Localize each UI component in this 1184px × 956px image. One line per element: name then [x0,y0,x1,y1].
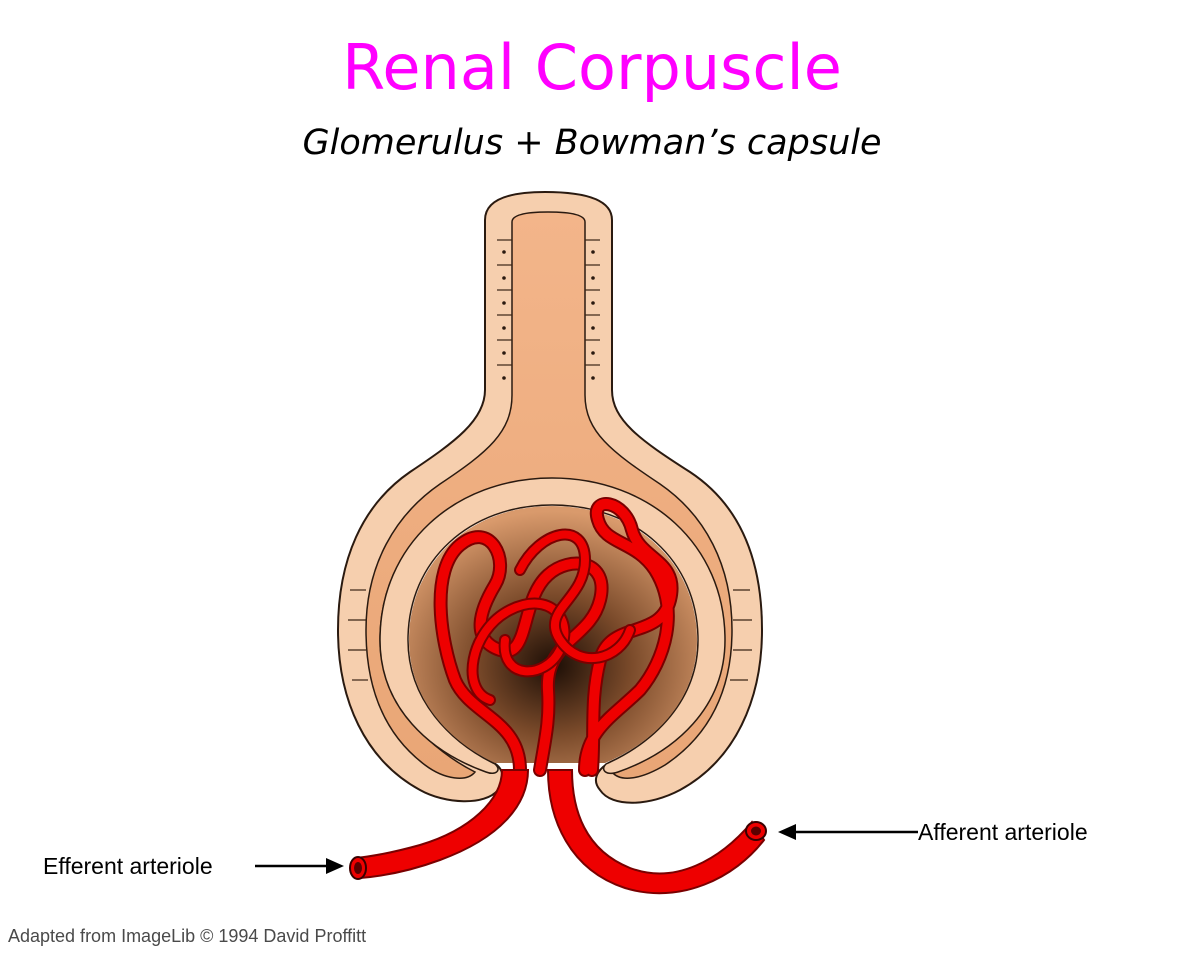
efferent-arteriole-label: Efferent arteriole [43,853,213,879]
glomerulus-capillaries [433,497,679,777]
capsule-cell-marks [348,239,752,681]
afferent-arteriole-label: Afferent arteriole [918,819,1088,845]
diagram-subtitle: Glomerulus + Bowman’s capsule [302,123,882,163]
efferent-leader-arrow [255,858,344,874]
visceral-layer [379,477,726,775]
capsule-cell-nuclei [502,250,595,380]
diagram-title: Renal Corpuscle [342,31,842,104]
afferent-arteriole [546,769,766,895]
image-credit: Adapted from ImageLib © 1994 David Proff… [8,926,367,946]
afferent-leader-arrow [778,824,918,840]
